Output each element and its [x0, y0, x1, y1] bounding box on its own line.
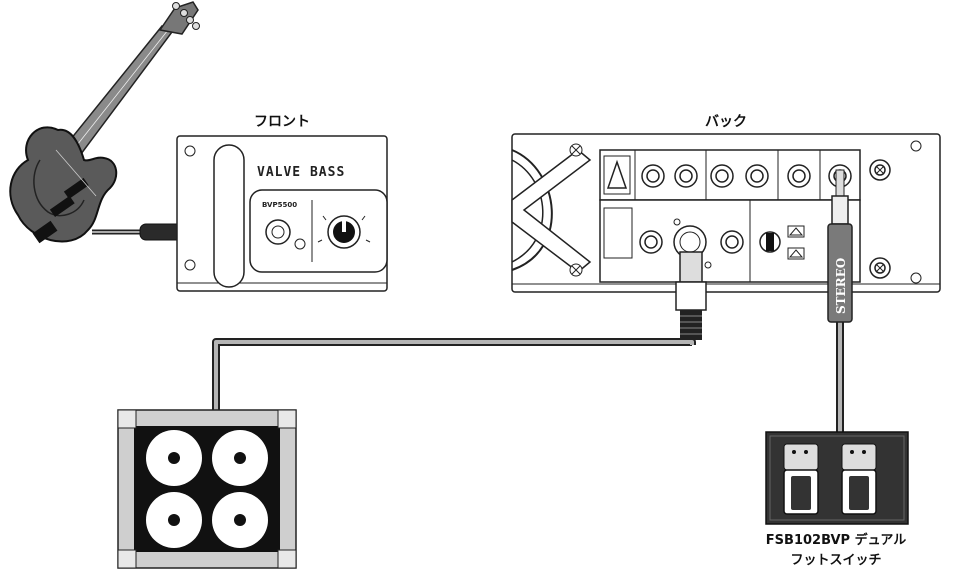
stereo-label: STEREO — [834, 258, 848, 314]
stereo-cable: STEREO — [827, 169, 853, 436]
back-label: バック — [705, 114, 747, 130]
footswitch-label-line1: FSB102BVP デュアル — [766, 532, 906, 548]
jack-plug-icon: STEREO — [827, 169, 853, 323]
switch-icons — [787, 225, 805, 260]
model-label: BVP5500 — [262, 201, 297, 209]
footswitch-pedal-1 — [783, 443, 819, 515]
bass-guitar-icon — [9, 1, 200, 244]
front-label: フロント — [254, 114, 310, 130]
speakon-plug-icon — [675, 251, 707, 340]
speaker-cabinet-icon — [117, 409, 297, 569]
brand-label: VALVE BASS — [257, 165, 345, 180]
input-jack-icon — [265, 219, 291, 245]
front-panel: VALVE BASS BVP5500 — [176, 135, 388, 292]
knob-icon — [317, 215, 371, 249]
fan-grille — [511, 143, 592, 277]
knob-icon — [759, 231, 781, 253]
footswitch-label-line2: フットスイッチ — [790, 553, 881, 568]
warning-triangle-icon — [603, 155, 631, 195]
footswitch-icon — [765, 431, 909, 525]
speakon-cable — [212, 251, 707, 418]
back-panel — [511, 133, 941, 293]
footswitch-pedal-2 — [841, 443, 877, 515]
